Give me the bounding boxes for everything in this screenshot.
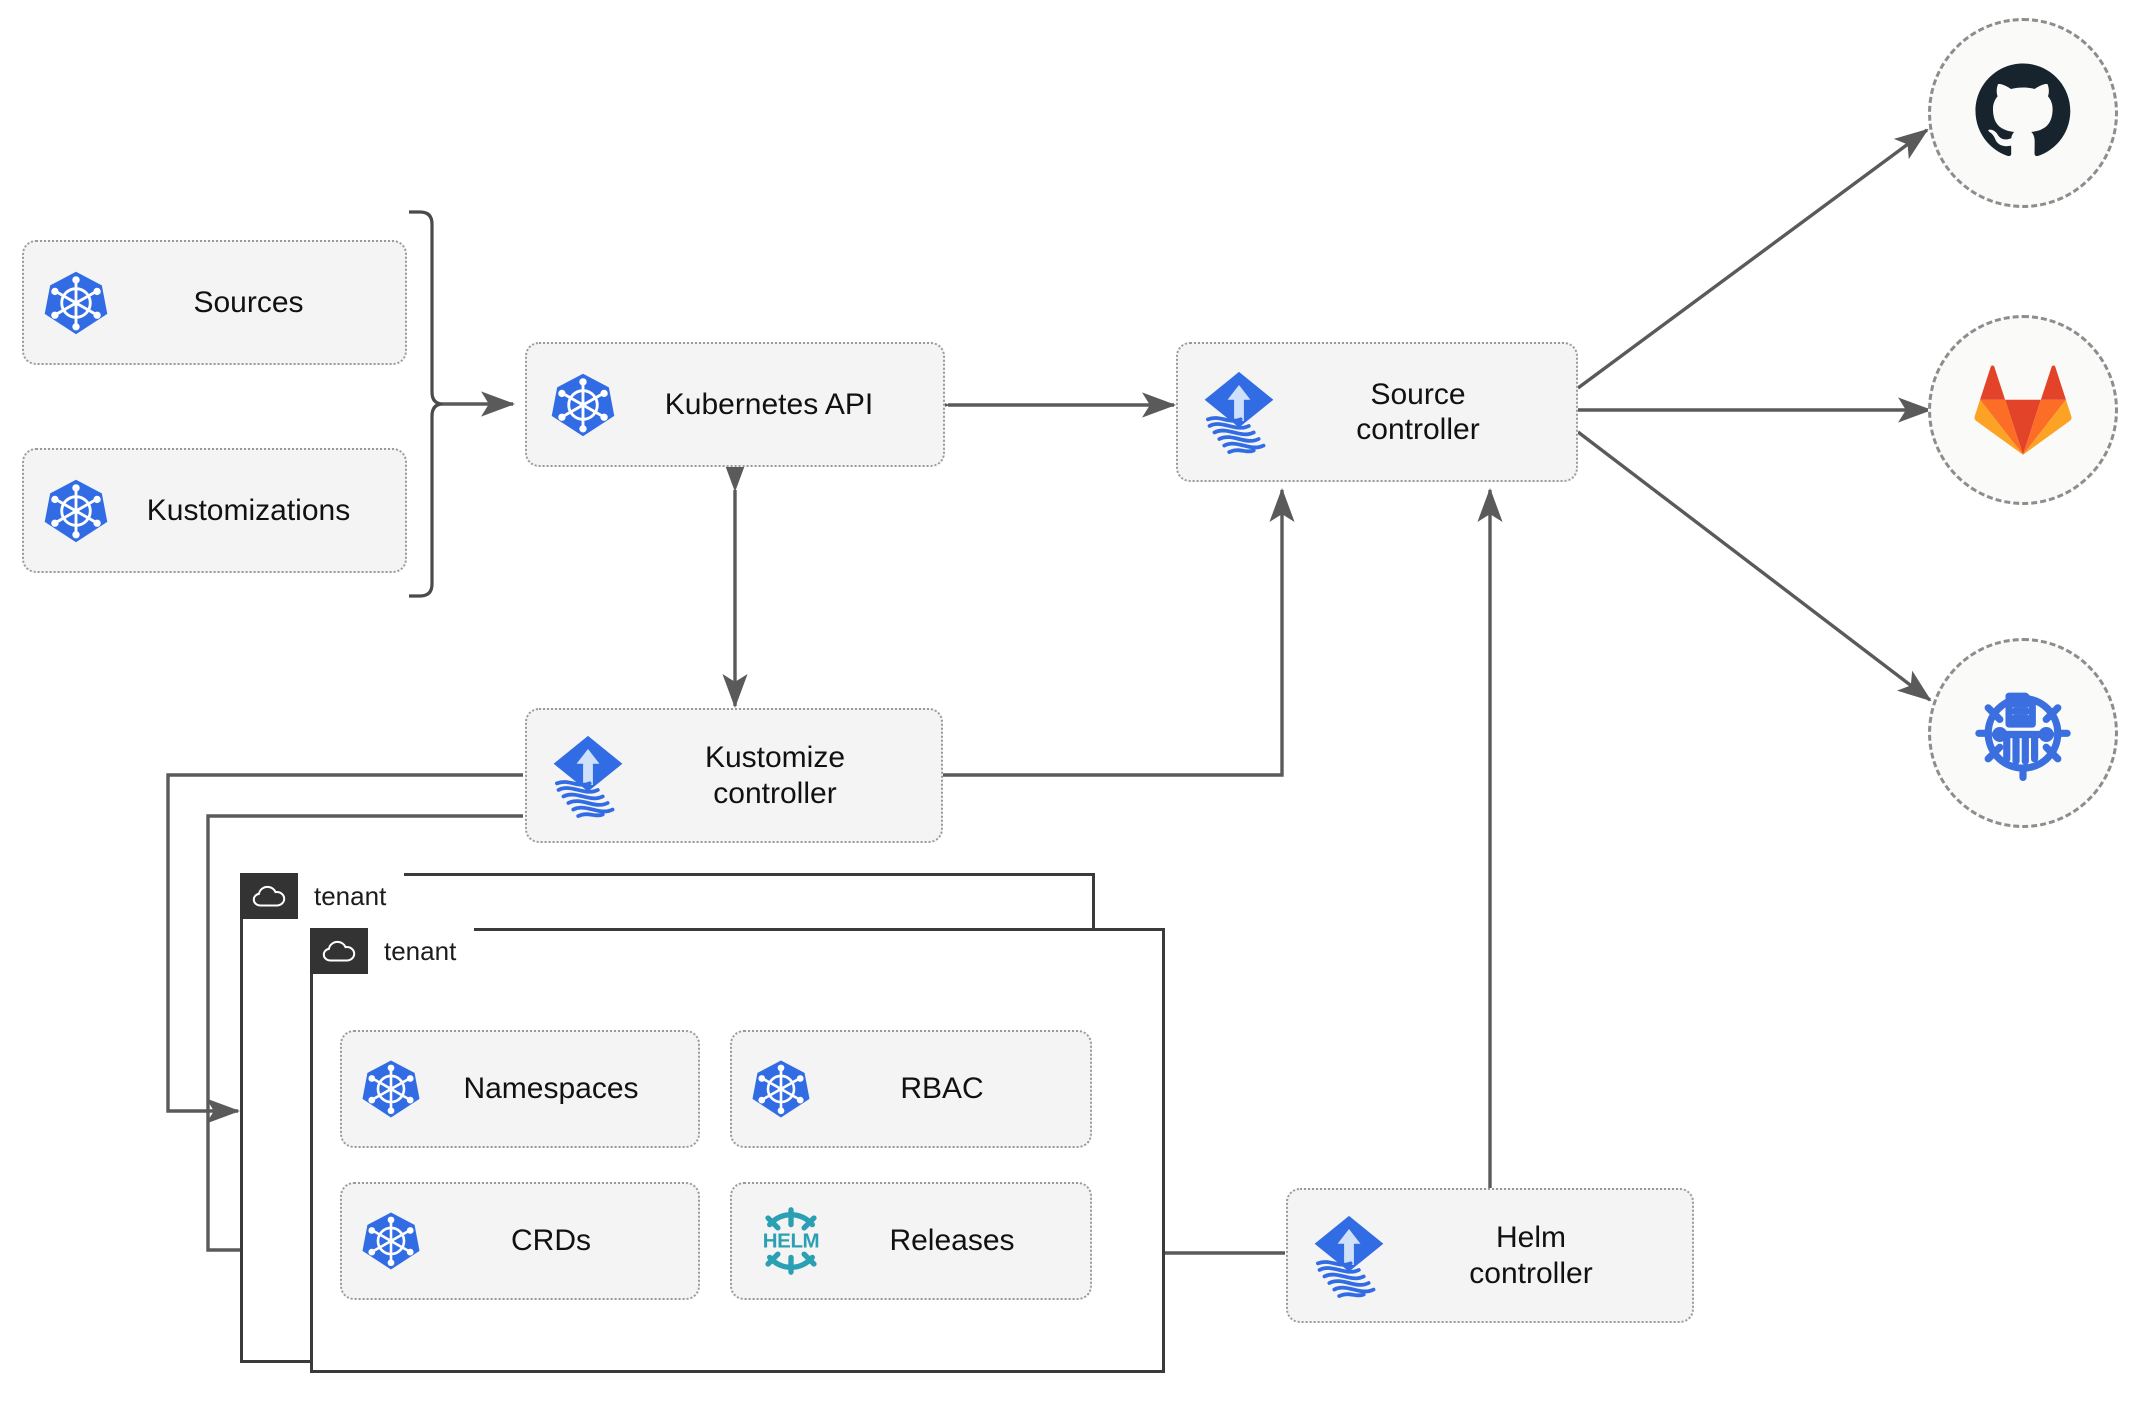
node-rbac[interactable]: RBAC [730,1030,1092,1148]
flux-icon [1308,1211,1390,1301]
kubernetes-icon [360,1210,422,1272]
node-label: Namespaces [463,1072,639,1106]
node-helm-controller[interactable]: Helm controller [1286,1188,1694,1323]
provider-gitlab[interactable] [1928,315,2118,505]
helm-repository-icon [1965,673,2081,794]
node-kubernetes-api[interactable]: Kubernetes API [525,342,945,467]
provider-helm-repository[interactable] [1928,638,2118,828]
node-label: Sources [193,285,304,319]
node-label: Kustomize controller [704,741,846,810]
kubernetes-icon [42,269,110,337]
tenant-label-outer: tenant [298,873,405,919]
node-label: Source controller [1356,377,1480,446]
flux-icon [547,731,629,821]
cloud-icon [240,873,298,919]
node-crds[interactable]: CRDs [340,1182,700,1300]
node-label: CRDs [511,1224,591,1258]
node-label: Kubernetes API [664,387,874,421]
node-label: Helm controller [1469,1221,1593,1290]
node-label: Releases [889,1224,1015,1258]
node-kustomizations[interactable]: Kustomizations [22,448,407,573]
kubernetes-icon [360,1058,422,1120]
node-kustomize-controller[interactable]: Kustomize controller [525,708,943,843]
node-namespaces[interactable]: Namespaces [340,1030,700,1148]
node-label: Kustomizations [146,493,351,527]
kubernetes-icon [750,1058,812,1120]
tenant-header-outer: tenant [240,873,405,919]
node-label: RBAC [900,1072,984,1106]
provider-github[interactable] [1928,18,2118,208]
node-source-controller[interactable]: Source controller [1176,342,1578,482]
helm-icon: HELM [750,1200,832,1282]
tenant-container-inner [310,928,1165,1373]
flux-icon [1198,367,1280,457]
gitlab-icon [1971,359,2075,462]
github-icon [1969,57,2077,170]
svg-text:HELM: HELM [763,1230,819,1253]
node-sources[interactable]: Sources [22,240,407,365]
tenant-label-inner: tenant [368,928,475,974]
tenant-header-inner: tenant [310,928,475,974]
kubernetes-icon [42,477,110,545]
node-releases[interactable]: HELM Releases [730,1182,1092,1300]
cloud-icon [310,928,368,974]
kubernetes-icon [549,371,617,439]
